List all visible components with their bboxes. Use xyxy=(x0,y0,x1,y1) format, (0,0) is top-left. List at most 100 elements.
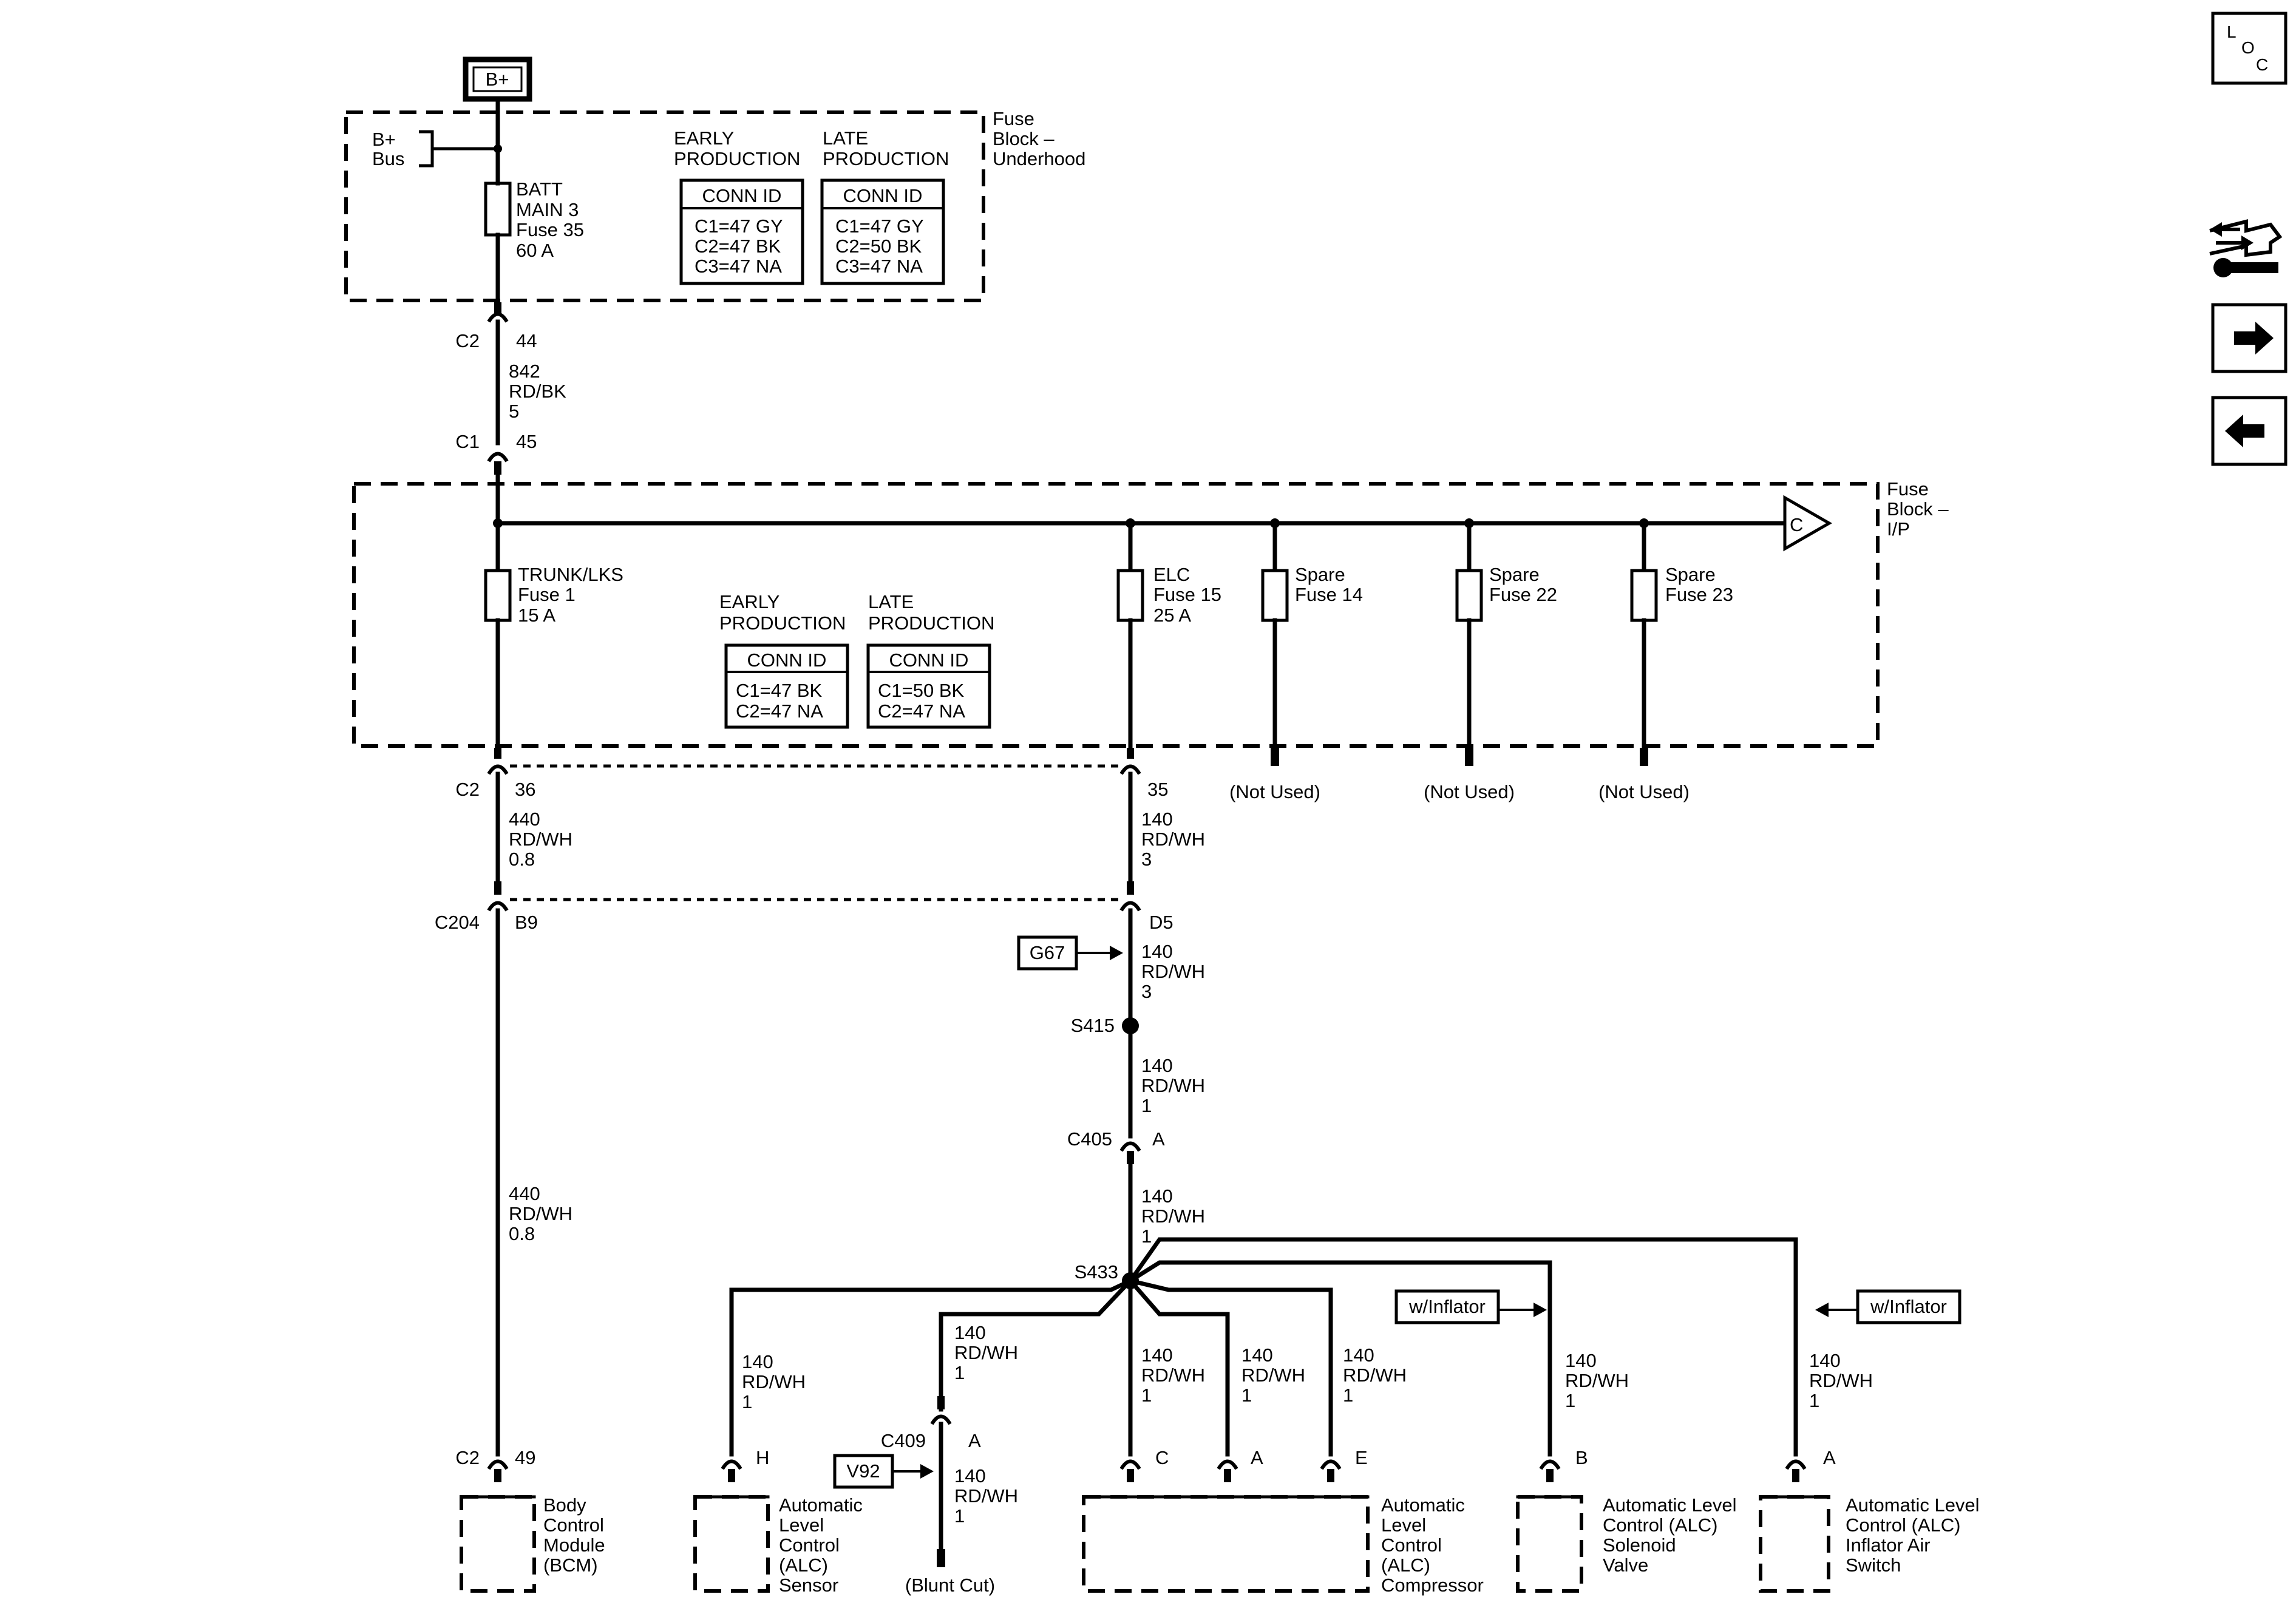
c405-pin: A xyxy=(1152,1128,1165,1150)
comp-wire-e-3: 1 xyxy=(1343,1385,1353,1406)
fbu-early-row-1: C1=47 GY xyxy=(695,215,783,237)
spare23-not-used: (Not Used) xyxy=(1598,781,1690,802)
comp-label-2: Level xyxy=(1381,1514,1426,1536)
fbu-early-row-3: C3=47 NA xyxy=(695,256,782,277)
fbu-early-head-2: PRODUCTION xyxy=(674,148,800,169)
fbu-late-connid: CONN ID xyxy=(843,185,923,206)
fbip-title-2: Block – xyxy=(1887,498,1949,520)
switch-label-2: Control (ALC) xyxy=(1846,1514,1961,1536)
bcm-label-3: Module xyxy=(543,1534,605,1556)
right-arrow-icon xyxy=(2255,322,2274,354)
solenoid-label-3: Solenoid xyxy=(1603,1534,1676,1556)
v92-arrow-icon xyxy=(920,1464,934,1479)
sensor-wire-3: 1 xyxy=(742,1391,752,1412)
spare22-1: Spare xyxy=(1489,564,1540,585)
fbip-early-row-2: C2=47 NA xyxy=(736,700,823,722)
comp-wire-c-2: RD/WH xyxy=(1141,1364,1205,1386)
blunt-wire2-1: 140 xyxy=(954,1465,986,1486)
fbu-early-connid: CONN ID xyxy=(702,185,782,206)
switch-label-4: Switch xyxy=(1846,1554,1901,1576)
batt-fuse-3: Fuse 35 xyxy=(516,219,584,240)
c2-upper-name: C2 xyxy=(455,330,480,351)
fbu-late-row-1: C1=47 GY xyxy=(835,215,924,237)
spare22-not-used: (Not Used) xyxy=(1424,781,1515,802)
alc-inflator-switch-circuit: w/Inflator 140 RD/WH 1 A Automatic Level… xyxy=(1759,1289,1980,1593)
right-wire2-3: 3 xyxy=(1141,981,1152,1002)
solenoid-pin: B xyxy=(1575,1447,1588,1468)
comp-pin-a: A xyxy=(1251,1447,1263,1468)
d5-pin: D5 xyxy=(1149,912,1173,933)
solenoid-wire-1: 140 xyxy=(1565,1350,1597,1371)
sensor-label-3: Control xyxy=(779,1534,840,1556)
left-wire2-3: 0.8 xyxy=(509,1223,535,1244)
batt-fuse-1: BATT xyxy=(516,178,563,200)
fbu-late-head-1: LATE xyxy=(823,127,868,149)
c2-bcm-pin: 49 xyxy=(515,1447,535,1468)
loc-l: L xyxy=(2227,22,2237,41)
alc-switch-box xyxy=(1759,1495,1830,1593)
sensor-label-4: (ALC) xyxy=(779,1554,828,1576)
fbip-early-head-2: PRODUCTION xyxy=(719,612,846,634)
spare23-fuse-symbol xyxy=(1630,569,1658,622)
c204-pin: B9 xyxy=(515,912,538,933)
c409-name: C409 xyxy=(881,1430,926,1451)
switch-pin: A xyxy=(1823,1447,1836,1468)
left-wire1-1: 440 xyxy=(509,808,540,830)
right-wire3-2: RD/WH xyxy=(1141,1075,1205,1096)
comp-wire-a-1: 140 xyxy=(1241,1344,1273,1366)
upper-wire-1: 842 xyxy=(509,361,540,382)
comp-wire-e-1: 140 xyxy=(1343,1344,1374,1366)
upper-wire-3: 5 xyxy=(509,401,519,422)
solenoid-option: w/Inflator xyxy=(1408,1296,1486,1317)
fbip-title-3: I/P xyxy=(1887,518,1910,540)
next-page-button[interactable] xyxy=(2211,303,2288,373)
alc-sensor-box xyxy=(693,1495,770,1593)
blunt-wire2-3: 1 xyxy=(954,1505,965,1527)
fbu-late-row-2: C2=50 BK xyxy=(835,236,922,257)
repair-icon[interactable] xyxy=(2209,219,2283,277)
c2-left-pin: 36 xyxy=(515,779,535,800)
sensor-wire-1: 140 xyxy=(742,1351,773,1372)
trunk-fuse-2: Fuse 1 xyxy=(518,584,576,605)
g67-arrow-icon xyxy=(1110,946,1123,960)
switch-wire-3: 1 xyxy=(1809,1390,1819,1411)
elc-fuse-1: ELC xyxy=(1153,564,1190,585)
g67-ref-box[interactable] xyxy=(1017,935,1078,971)
elc-fuse-2: Fuse 15 xyxy=(1153,584,1221,605)
right-wire4-3: 1 xyxy=(1141,1225,1152,1247)
solenoid-option-box xyxy=(1394,1289,1500,1324)
comp-pin-c: C xyxy=(1155,1447,1169,1468)
c2-upper-pin: 44 xyxy=(516,330,537,351)
c2-bcm-name: C2 xyxy=(455,1447,480,1468)
c204-name: C204 xyxy=(435,912,480,933)
upper-wire-2: RD/BK xyxy=(509,381,566,402)
right-branch-elc: 35 140 RD/WH 3 D5 G67 140 RD/WH 3 S415 1… xyxy=(1017,748,1205,1289)
loc-button[interactable]: L O C xyxy=(2211,12,2288,85)
left-arrow-icon xyxy=(2225,415,2243,447)
fbu-early-table xyxy=(679,178,804,285)
c2-left-name: C2 xyxy=(455,779,480,800)
bus-label-1: B+ xyxy=(372,129,396,150)
spare14-2: Fuse 14 xyxy=(1295,584,1363,605)
batt-fuse-4: 60 A xyxy=(516,240,554,261)
spare14-1: Spare xyxy=(1295,564,1345,585)
sensor-label-5: Sensor xyxy=(779,1575,838,1596)
s433-label: S433 xyxy=(1075,1261,1118,1283)
comp-wire-c-3: 1 xyxy=(1141,1385,1152,1406)
loc-o: O xyxy=(2241,38,2255,57)
fbip-early-table xyxy=(724,643,849,729)
left-wire1-2: RD/WH xyxy=(509,829,572,850)
bplus-label: B+ xyxy=(486,69,509,90)
spare23-1: Spare xyxy=(1665,564,1716,585)
blunt-wire1-2: RD/WH xyxy=(954,1342,1018,1363)
blunt-wire1-1: 140 xyxy=(954,1322,986,1343)
spare14-not-used: (Not Used) xyxy=(1229,781,1320,802)
right-wire3-3: 1 xyxy=(1141,1095,1152,1116)
fuse-block-ip: Fuse Block – I/P C TRUNK/LKS Fuse 1 15 A… xyxy=(352,478,1949,802)
loc-c: C xyxy=(2256,55,2268,74)
right-wire3-1: 140 xyxy=(1141,1055,1173,1076)
c409-pin: A xyxy=(968,1430,981,1451)
previous-page-button[interactable] xyxy=(2211,396,2288,466)
trunk-fuse-symbol xyxy=(484,569,512,622)
